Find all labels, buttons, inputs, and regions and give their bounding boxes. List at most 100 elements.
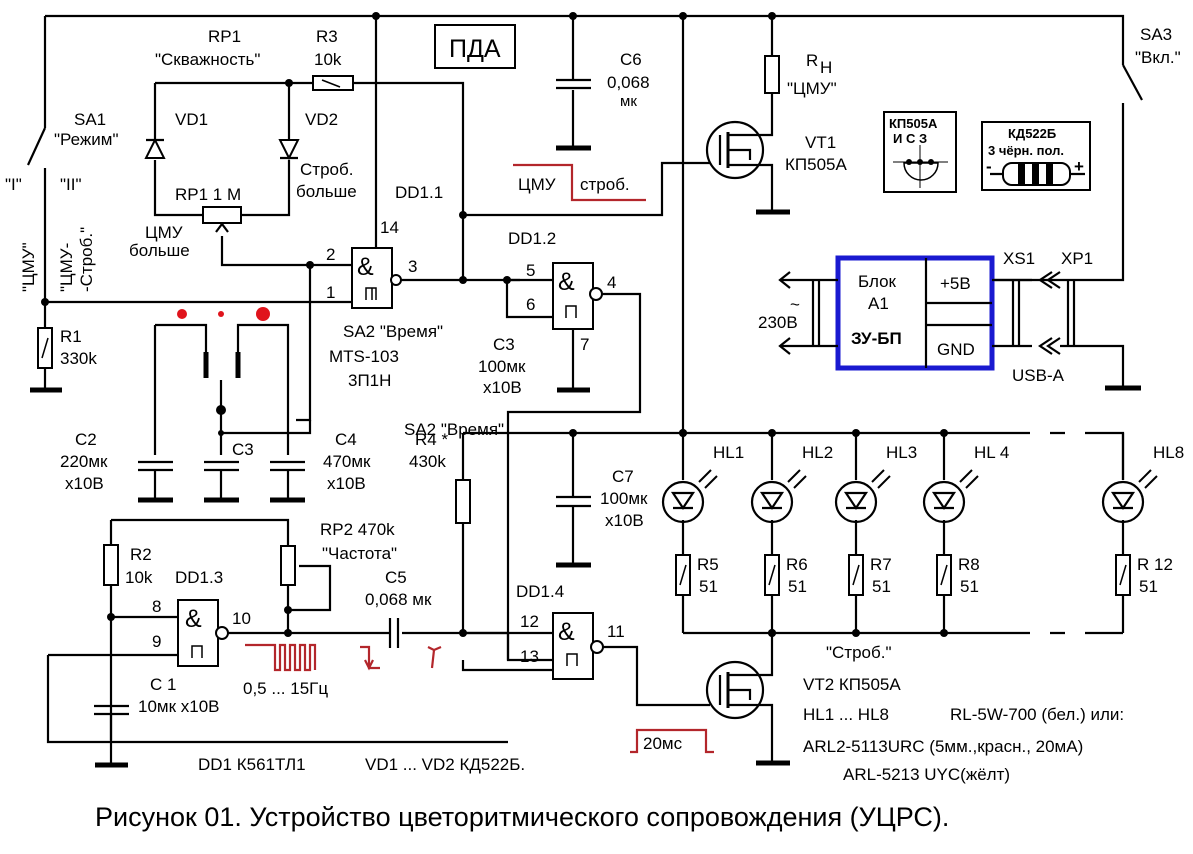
svg-text:-: -: [986, 157, 992, 176]
svg-text:R2: R2: [130, 545, 152, 564]
sa1-switch: [27, 16, 47, 300]
svg-text:SA2 "Время": SA2 "Время": [404, 420, 504, 439]
svg-text:11: 11: [607, 622, 625, 641]
svg-text:&: &: [185, 605, 202, 633]
dd1-4-gate: [461, 612, 710, 707]
svg-text:USB-A: USB-A: [1012, 366, 1065, 385]
svg-text:VD1: VD1: [175, 110, 208, 129]
pda-box: [434, 24, 516, 69]
dd1-1-gate: [306, 247, 520, 309]
svg-text:"ЦМУ-: "ЦМУ-: [57, 243, 76, 292]
svg-text:больше: больше: [129, 241, 190, 260]
led-icon: [922, 480, 966, 524]
strobe-waveform: [513, 163, 646, 202]
svg-text:R: R: [806, 51, 818, 70]
psu-block: [778, 255, 1141, 391]
led-label: HL3: [886, 443, 917, 462]
led-icon: [834, 480, 878, 524]
r4-resistor: [455, 479, 471, 524]
svg-text:"Частота": "Частота": [322, 544, 397, 563]
svg-text:И С З: И С З: [893, 131, 927, 146]
pulse-waveform: [630, 728, 714, 754]
svg-text:R1: R1: [60, 327, 82, 346]
svg-text:~: ~: [790, 295, 800, 314]
resistor-label: R8: [958, 555, 980, 574]
svg-text:DD1 К561ТЛ1: DD1 К561ТЛ1: [198, 755, 306, 774]
svg-text:ARL2-5113URC (5мм.,красн., 2: ARL2-5113URC (5мм.,красн., 20мА): [803, 737, 1083, 756]
svg-text:4: 4: [607, 273, 616, 292]
svg-text:C2: C2: [75, 430, 97, 449]
svg-text:2: 2: [326, 245, 335, 264]
led-label: HL1: [713, 443, 744, 462]
svg-text:XS1: XS1: [1003, 249, 1035, 268]
svg-text:14: 14: [380, 218, 399, 237]
resistor-value: 51: [699, 577, 718, 596]
svg-text:x10B: x10B: [605, 511, 644, 530]
svg-text:"ЦМУ": "ЦМУ": [787, 79, 837, 98]
svg-text:GND: GND: [937, 340, 975, 359]
svg-text:RL-5W-700 (бел.) или:: RL-5W-700 (бел.) или:: [950, 705, 1124, 724]
resistor-value: 51: [872, 577, 891, 596]
svg-text:12: 12: [520, 612, 539, 631]
svg-text:"Режим": "Режим": [54, 130, 118, 149]
svg-text:RP2 470k: RP2 470k: [320, 520, 395, 539]
vt2-transistor: [705, 629, 790, 766]
svg-text:строб.: строб.: [580, 175, 630, 194]
svg-text:&: &: [558, 618, 575, 646]
svg-text:C6: C6: [620, 50, 642, 69]
svg-text:&: &: [357, 253, 374, 281]
svg-text:C7: C7: [612, 467, 634, 486]
svg-text:A1: A1: [868, 294, 889, 313]
led-icon: [750, 480, 794, 524]
svg-text:мк: мк: [620, 93, 637, 110]
svg-text:3 чёрн. пол.: 3 чёрн. пол.: [988, 143, 1064, 158]
svg-text:10k: 10k: [125, 568, 153, 587]
resistor-label: R7: [870, 555, 892, 574]
top-rail-wire: [45, 14, 1125, 65]
sa3-switch: [993, 64, 1143, 282]
sa2-switch: [153, 307, 312, 455]
svg-text:x10B: x10B: [327, 474, 366, 493]
svg-text:ЦМУ: ЦМУ: [518, 175, 556, 194]
svg-text:C5: C5: [385, 568, 407, 587]
svg-text:+: +: [1074, 157, 1084, 176]
svg-text:DD1.1: DD1.1: [395, 183, 443, 202]
svg-text:Блок: Блок: [858, 272, 897, 291]
svg-text:0,5 ... 15Гц: 0,5 ... 15Гц: [243, 679, 328, 698]
svg-text:VD2: VD2: [305, 110, 338, 129]
svg-text:9: 9: [152, 632, 161, 651]
dd1-2-gate: [503, 262, 642, 662]
resistor-label: R6: [786, 555, 808, 574]
rp1-duty-network: [144, 79, 313, 267]
resistor-value: 51: [788, 577, 807, 596]
svg-text:5: 5: [526, 261, 535, 280]
svg-text:DD1.3: DD1.3: [175, 568, 223, 587]
led-label: HL2: [802, 443, 833, 462]
svg-text:HL1 ... HL8: HL1 ... HL8: [803, 705, 889, 724]
svg-text:&: &: [558, 268, 575, 296]
dd1-3-oscillator: [46, 518, 510, 768]
svg-text:10мк x10B: 10мк x10B: [138, 697, 220, 716]
svg-text:Строб.: Строб.: [300, 160, 353, 179]
edge-down-marker: [360, 645, 380, 671]
svg-text:x10B: x10B: [483, 378, 522, 397]
svg-text:RP1 1 М: RP1 1 М: [175, 185, 241, 204]
edge-up-marker: [427, 645, 442, 669]
led-label: HL8: [1153, 443, 1184, 462]
svg-text:ЗУ-БП: ЗУ-БП: [851, 329, 902, 348]
svg-text:"Строб.": "Строб.": [826, 643, 892, 662]
svg-text:220мк: 220мк: [60, 452, 108, 471]
svg-text:230B: 230B: [758, 313, 798, 332]
svg-text:C3: C3: [493, 335, 515, 354]
svg-text:H: H: [820, 58, 832, 77]
led-icon: [1101, 480, 1145, 524]
svg-text:SA2 "Время": SA2 "Время": [343, 322, 443, 341]
c2-c3-c4-capacitors: [138, 460, 305, 503]
svg-text:КП505А: КП505А: [889, 116, 938, 131]
resistor-label: R 12: [1137, 555, 1173, 574]
